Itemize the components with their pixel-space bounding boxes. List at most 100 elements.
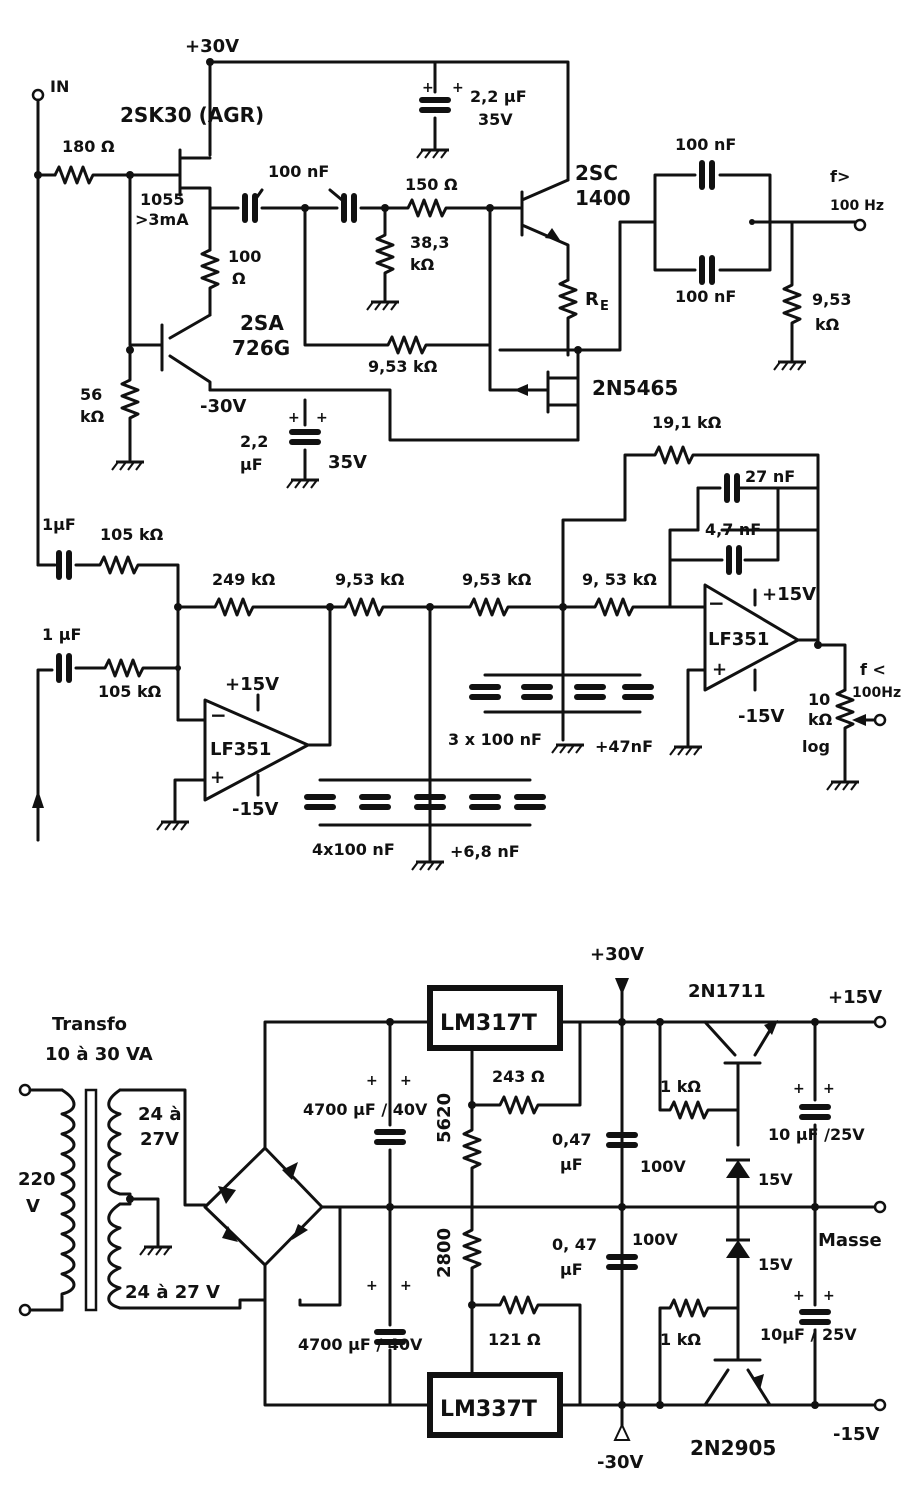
vminus30-label: -30V (200, 396, 247, 417)
svg-text:+: + (422, 80, 434, 96)
svg-text:+: + (823, 1288, 835, 1304)
hp-r1: 9,53 (812, 290, 851, 309)
r121: 121 Ω (488, 1330, 541, 1349)
svg-text:+: + (400, 1278, 412, 1294)
svg-text:+: + (793, 1288, 805, 1304)
c047d: μF (560, 1260, 583, 1279)
reg2-label: LM337T (440, 1397, 537, 1422)
vp30: +30V (590, 944, 644, 965)
r191: 19,1 kΩ (652, 413, 722, 432)
c100-label: 100 nF (268, 162, 329, 181)
c22-a: 2,2 (240, 432, 268, 451)
reg1-label: LM317T (440, 1011, 537, 1036)
hp-out2: 100 Hz (830, 198, 884, 214)
lm317t-box (427, 985, 563, 1051)
op1-vn: -15V (232, 799, 279, 820)
r243: 243 Ω (492, 1067, 545, 1086)
mains2: V (26, 1196, 40, 1217)
jfet2-label: 2N5465 (592, 376, 678, 400)
out-minus-terminal (873, 1398, 887, 1412)
resistor-100 (200, 248, 220, 317)
out-p: +15V (828, 987, 882, 1008)
in-c1: 1μF (42, 515, 76, 534)
secondary-coil-2 (107, 1202, 122, 1310)
r953-a: 9,53 kΩ (335, 570, 405, 589)
r953-c: 9, 53 kΩ (582, 570, 657, 589)
op2-vp: +15V (762, 584, 816, 605)
svg-text:+: + (452, 80, 464, 96)
sec1b: 27V (140, 1129, 179, 1150)
filter-circuit: IN 180 Ω +30V + + 2,2 μF 35V 2SK30 (AGR)… (31, 36, 901, 872)
sec1a: 24 à (138, 1104, 181, 1125)
out-plus-terminal (873, 1015, 887, 1029)
resistor-180 (53, 165, 180, 185)
pnp-label: 2N2905 (690, 1436, 776, 1460)
in-c2: 1 μF (42, 625, 81, 644)
r1k: 1 kΩ (660, 1077, 701, 1096)
r56-a: 56 (80, 385, 102, 404)
c10b: 10μF / 25V (760, 1325, 857, 1344)
r100-a: 100 (228, 247, 261, 266)
c22-v: 35V (328, 452, 367, 473)
input-arrow (32, 790, 44, 808)
c047b: μF (560, 1155, 583, 1174)
resistor-56k (120, 348, 140, 462)
vn30: -30V (597, 1452, 644, 1473)
r383-a: 38,3 (410, 233, 449, 252)
r56-b: kΩ (80, 407, 105, 426)
cap-bank1: 4x100 nF (312, 840, 395, 859)
jfet-label: 2SK30 (AGR) (120, 103, 264, 127)
opamp-1 (203, 698, 310, 802)
svg-text:+: + (400, 1073, 412, 1089)
re-label: R (585, 289, 599, 310)
bridge-rectifier (203, 1146, 324, 1267)
c47: 4,7 nF (705, 520, 761, 539)
pot3: log (802, 737, 830, 756)
c27: 27 nF (745, 467, 795, 486)
out-n: -15V (833, 1424, 880, 1445)
pnp-label: 2SA (240, 311, 284, 335)
jfet-select2: >3mA (135, 210, 189, 229)
transformer-core (84, 1088, 98, 1312)
op2-minus: − (708, 591, 725, 615)
hp-out1: f> (830, 167, 850, 186)
hp-c1: 100 nF (675, 135, 736, 154)
cbig2: 4700 μF / 40V (298, 1335, 423, 1354)
lm337t-box (427, 1372, 563, 1438)
lp-out1: f < (860, 660, 886, 679)
cap-bank2b: +47nF (595, 737, 653, 756)
hp-c2: 100 nF (675, 287, 736, 306)
svg-text:+: + (366, 1278, 378, 1294)
pot1: 10 (808, 690, 830, 709)
re-sub: E (600, 299, 609, 314)
svg-text:+: + (366, 1073, 378, 1089)
op2-plus: + (712, 659, 727, 680)
r1k2: 1 kΩ (660, 1330, 701, 1349)
jfet-select1: 1055 (140, 190, 185, 209)
r953-fb: 9,53 kΩ (368, 357, 438, 376)
z15b: 15V (758, 1255, 793, 1274)
transfo2: 10 à 30 VA (45, 1044, 153, 1065)
npn-label1: 2SC (575, 161, 618, 185)
pnp-label2: 726G (232, 336, 290, 360)
c10a: 10 μF /25V (768, 1125, 865, 1144)
opamp1-label: LF351 (210, 739, 271, 760)
npn-label: 2N1711 (688, 981, 766, 1002)
svg-text:+: + (823, 1081, 835, 1097)
r180-label: 180 Ω (62, 137, 115, 156)
svg-text:+: + (316, 410, 328, 426)
svg-text:+: + (288, 410, 300, 426)
secondary-coil-1 (107, 1088, 122, 1196)
pot2: kΩ (808, 710, 833, 729)
in-r1: 105 kΩ (100, 525, 164, 544)
c100v2: 100V (632, 1230, 678, 1249)
c047a: 0,47 (552, 1130, 591, 1149)
primary-coil (60, 1088, 76, 1312)
svg-text:+: + (793, 1081, 805, 1097)
r953-b: 9,53 kΩ (462, 570, 532, 589)
r100-b: Ω (232, 269, 246, 288)
op1-vp: +15V (225, 674, 279, 695)
pot (835, 688, 855, 782)
c047c: 0, 47 (552, 1235, 597, 1254)
